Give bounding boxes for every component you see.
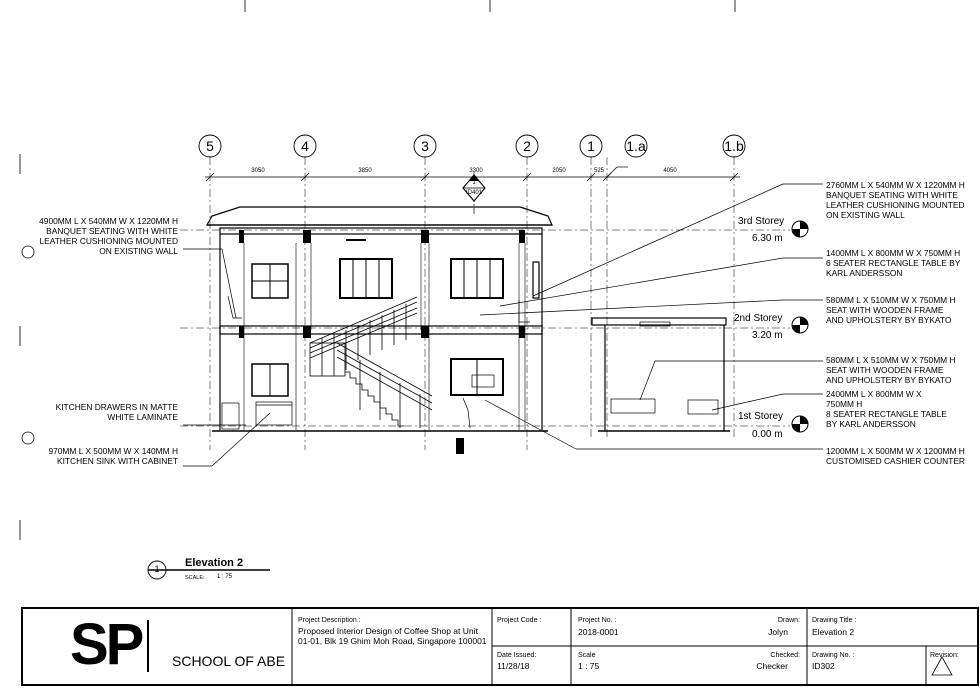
project-code-label: Project Code :: [497, 617, 542, 624]
scale-label: Scale: [578, 652, 596, 659]
column-lines: [243, 243, 526, 430]
drawing-number: 1: [154, 564, 160, 574]
drawing-no: ID302: [812, 661, 835, 671]
windows: [251, 258, 540, 397]
grid-bubble-4: 4: [293, 134, 317, 158]
drawing-title-label: Drawing Title :: [812, 617, 857, 624]
section-sheet: ID401: [465, 190, 482, 196]
dimension-2: 3300: [469, 168, 483, 174]
svg-text:2: 2: [523, 138, 531, 154]
grid-bubble-1-a: 1.a: [624, 134, 648, 158]
grid-bubble-1: 1: [579, 134, 603, 158]
level-1-elevation: 0.00 m: [752, 429, 783, 440]
section-marker: [462, 172, 486, 216]
checked-label: Checked:: [770, 652, 800, 659]
project-description-label: Project Description :: [298, 617, 361, 624]
left-note-drawers: KITCHEN DRAWERS IN MATTE WHITE LAMINATE: [55, 402, 178, 422]
right-note-banquet: 2760MM L X 540MM W X 1220MM H BANQUET SE…: [826, 180, 965, 220]
level-3-name: 3rd Storey: [738, 216, 785, 227]
drawing-label: [147, 560, 270, 580]
level-marker-icon: [791, 415, 809, 433]
right-note-seat-upper: 580MM L X 510MM W X 750MM H SEAT WITH WO…: [826, 295, 956, 325]
svg-text:5: 5: [206, 138, 214, 154]
checked-by: Checker: [756, 661, 788, 671]
right-note-cashier-counter: 1200MM L X 500MM W X 1200MM H CUSTOMISED…: [826, 446, 965, 466]
border-ticks: [19, 0, 736, 540]
dimension-4: 525: [594, 168, 605, 174]
logo: SP: [70, 612, 144, 677]
left-note-sink: 970MM L X 500MM W X 140MM H KITCHEN SINK…: [48, 446, 178, 466]
level-markers: [791, 220, 809, 433]
columns: [239, 230, 525, 454]
revision-label: Revision:: [930, 652, 959, 659]
project-description: Proposed Interior Design of Coffee Shop …: [298, 626, 487, 646]
dimension-1: 3850: [358, 168, 372, 174]
level-3-elevation: 6.30 m: [752, 233, 783, 244]
drawing-title: Elevation 2: [185, 557, 244, 569]
date-issued-label: Date Issued:: [497, 652, 537, 659]
scale-value: 1 : 75: [578, 661, 600, 671]
date-issued: 11/28/18: [497, 661, 530, 671]
drawing-scale: 1 : 75: [217, 574, 233, 580]
level-marker-icon: [791, 316, 809, 334]
drawn-label: Drawn:: [777, 617, 800, 624]
right-note-8-seater-table: 2400MM L X 800MM W X 750MM H 8 SEATER RE…: [826, 389, 947, 429]
right-note-6-seater-table: 1400MM L X 800MM W X 750MM H 6 SEATER RE…: [826, 248, 961, 278]
grid-bubble-2: 2: [515, 134, 539, 158]
svg-text:1: 1: [587, 138, 595, 154]
revision-triangle-icon: [931, 656, 953, 676]
dimension-5: 4050: [663, 168, 677, 174]
building-outline: [205, 206, 730, 432]
svg-text:1.b: 1.b: [724, 138, 744, 154]
svg-text:3: 3: [421, 138, 429, 154]
level-1-name: 1st Storey: [738, 411, 784, 422]
gridlines: [180, 157, 790, 450]
punch-hole-icon: [21, 431, 35, 445]
drawing-no-label: Drawing No. :: [812, 652, 855, 659]
dimension-3: 2050: [552, 168, 566, 174]
drawing-scale-label: SCALE:: [185, 575, 205, 581]
school-name: SCHOOL OF ABE: [172, 653, 286, 669]
project-no-label: Project No. :: [578, 617, 617, 624]
level-marker-icon: [791, 220, 809, 238]
right-note-seat-lower: 580MM L X 510MM W X 750MM H SEAT WITH WO…: [826, 355, 956, 385]
drawn-by: Jolyn: [768, 627, 788, 637]
staircase: [309, 296, 433, 428]
dimension-0: 3050: [251, 168, 265, 174]
grid-bubble-1-b: 1.b: [722, 134, 746, 158]
project-no: 2018-0001: [578, 627, 619, 637]
leader-lines: [183, 183, 823, 467]
punch-hole-icon: [21, 245, 35, 259]
level-2-elevation: 3.20 m: [752, 330, 783, 341]
furniture: [221, 239, 719, 430]
grid-bubble-3: 3: [413, 134, 437, 158]
left-note-banquet: 4900MM L X 540MM W X 1220MM H BANQUET SE…: [39, 216, 178, 256]
grid-bubble-5: 5: [198, 134, 222, 158]
section-number: 1: [472, 180, 476, 186]
level-2-name: 2nd Storey: [734, 313, 783, 324]
svg-text:1.a: 1.a: [626, 138, 646, 154]
svg-text:4: 4: [301, 138, 309, 154]
drawing-title-value: Elevation 2: [812, 627, 855, 637]
title-block-frame: [21, 607, 979, 686]
